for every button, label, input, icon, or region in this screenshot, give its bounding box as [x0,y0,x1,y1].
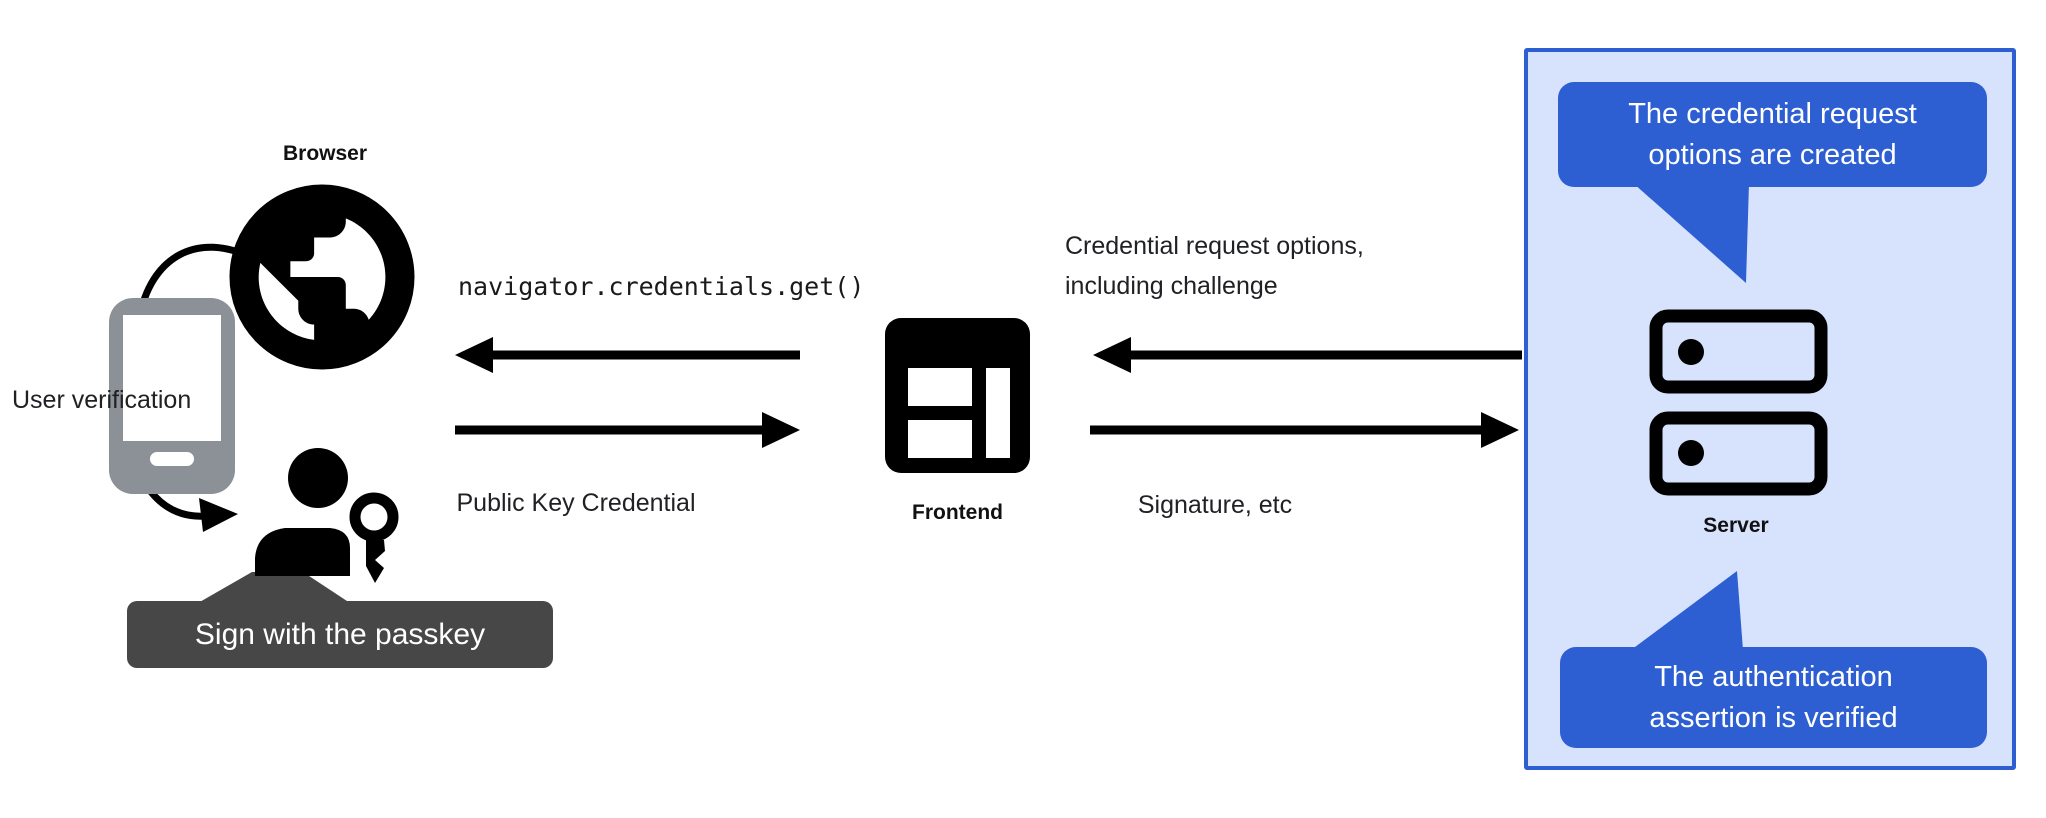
server-rack-icon [1649,309,1828,496]
frontend-to-server-arrow [1090,412,1519,448]
frontend-to-browser-arrow [455,337,800,373]
passkey-tooltip: Sign with the passkey [127,601,553,668]
bottom-bubble-tail [1631,571,1743,650]
assertion-verified-line2: assertion is verified [1649,701,1898,734]
credential-request-options-line1: Credential request options, [1065,232,1364,260]
smartphone-icon [109,298,235,494]
browser-to-frontend-arrow [455,412,800,448]
public-key-credential-label: Public Key Credential [456,489,696,517]
browser-label: Browser [282,142,368,165]
assertion-verified-bubble: The authentication assertion is verified [1560,647,1987,748]
credential-request-options-label: Credential request options, including ch… [1065,226,1364,306]
user-verification-label: User verification [12,386,192,414]
signature-label: Signature, etc [1137,491,1293,519]
assertion-verified-line1: The authentication [1654,660,1893,693]
top-bubble-tail [1633,183,1749,283]
server-label: Server [1703,514,1769,537]
web-window-icon [885,318,1030,473]
passkey-tooltip-text: Sign with the passkey [194,617,486,651]
credential-options-created-bubble: The credential request options are creat… [1558,82,1987,187]
key-icon [349,492,399,583]
credential-request-options-line2: including challenge [1065,272,1278,300]
credentials-get-code-label: navigator.credentials.get() [458,272,865,301]
credential-options-created-line1: The credential request [1628,97,1917,130]
person-icon [255,448,350,576]
globe-icon [229,184,415,370]
tooltip-pointer [198,572,350,603]
frontend-label: Frontend [912,501,1003,524]
credential-options-created-line2: options are created [1648,138,1897,171]
server-to-frontend-arrow [1093,337,1522,373]
